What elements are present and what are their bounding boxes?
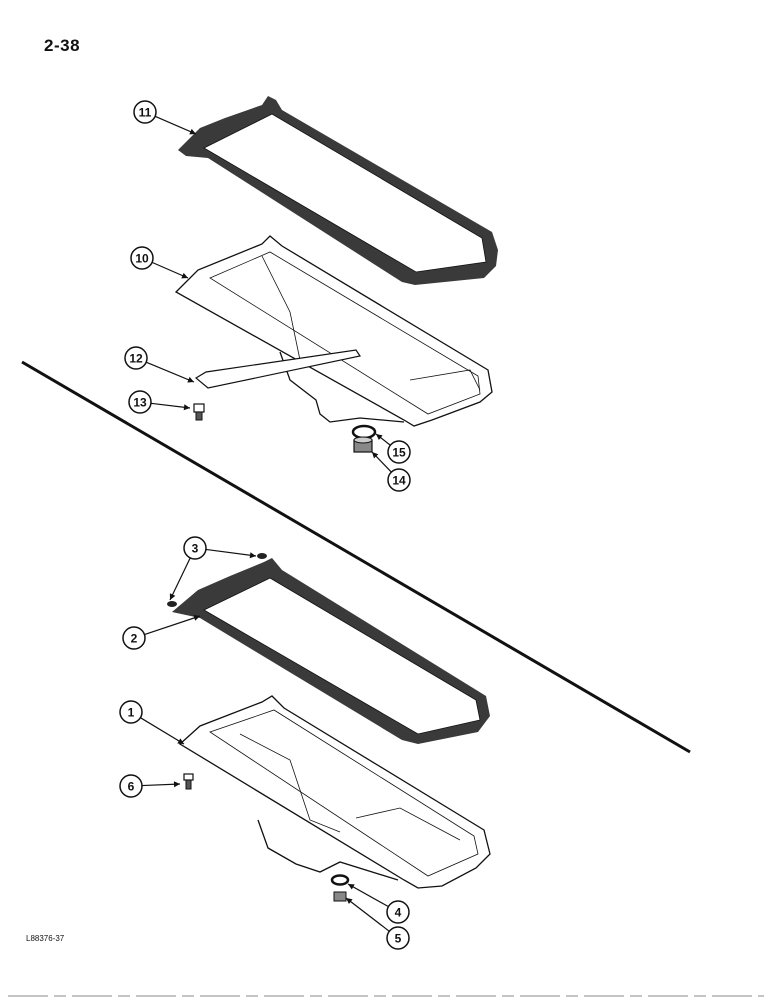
callout-circle-4 (386, 900, 410, 924)
seal-dot-a (257, 553, 267, 559)
leader-arrow-4 (348, 884, 355, 890)
leader-arrow-1 (177, 738, 184, 744)
callout-circle-14 (387, 468, 411, 492)
leader-arrow-11 (189, 128, 196, 135)
callout-circle-2 (122, 626, 146, 650)
bolt-lower (183, 773, 194, 790)
leader-arrow-2 (193, 615, 200, 621)
seal-dot-b (167, 601, 177, 607)
callout-circle-15 (387, 440, 411, 464)
callout-circle-12 (124, 346, 148, 370)
callout-circle-5 (386, 926, 410, 950)
leader-line-12 (145, 361, 195, 383)
drain-plug-upper (353, 436, 373, 453)
callout-label-11: 11 (139, 106, 152, 120)
callout-label-12: 12 (129, 352, 143, 366)
oil-pan-upper (174, 235, 493, 427)
callout-circle-10 (130, 246, 154, 270)
callout-label-10: 10 (135, 252, 149, 266)
bolt-upper (193, 403, 205, 421)
callout-label-1: 1 (128, 706, 135, 720)
callout-circle-1 (119, 700, 143, 724)
leader-arrow-3-1 (249, 552, 256, 559)
leader-line-2 (144, 615, 201, 636)
page-number: 2-38 (44, 36, 81, 55)
leader-line-11 (154, 115, 197, 135)
gasket-lower (172, 558, 490, 744)
oil-pan-lower (178, 695, 491, 889)
leader-line-13 (150, 402, 191, 409)
callout-label-6: 6 (128, 780, 135, 794)
leader-arrow-3-2 (169, 593, 176, 600)
callout-label-4: 4 (395, 906, 402, 920)
figure-id: L88376-37 (26, 934, 65, 943)
washer-lower (330, 874, 350, 886)
leader-line-1 (140, 717, 185, 745)
leader-arrow-10 (181, 272, 188, 279)
callout-label-13: 13 (133, 396, 147, 410)
leader-line-10 (151, 261, 189, 279)
gasket-upper (178, 96, 498, 285)
leader-arrow-13 (183, 404, 190, 411)
callout-label-14: 14 (392, 474, 406, 488)
leader-arrow-12 (187, 376, 194, 383)
callout-label-5: 5 (395, 932, 402, 946)
callout-circle-11 (133, 100, 157, 124)
leader-arrow-6 (173, 781, 180, 788)
callout-label-15: 15 (392, 446, 406, 460)
leader-line-6 (141, 783, 181, 787)
washer-upper (351, 424, 377, 440)
leader-line-4 (347, 883, 389, 908)
callout-circle-6 (119, 774, 143, 798)
callout-label-3: 3 (192, 542, 199, 556)
callout-circle-13 (128, 390, 152, 414)
leader-line-5 (345, 897, 390, 932)
callout-circle-3 (183, 536, 207, 560)
leader-arrow-14 (372, 452, 379, 459)
leader-line-3-1 (205, 548, 257, 557)
strip-upper (194, 349, 361, 389)
leader-line-3-2 (169, 557, 191, 601)
section-divider-line (21, 360, 691, 754)
leader-arrow-15 (376, 434, 383, 441)
drain-plug-lower (333, 891, 347, 902)
leader-arrow-5 (346, 898, 353, 905)
callout-label-2: 2 (131, 632, 138, 646)
